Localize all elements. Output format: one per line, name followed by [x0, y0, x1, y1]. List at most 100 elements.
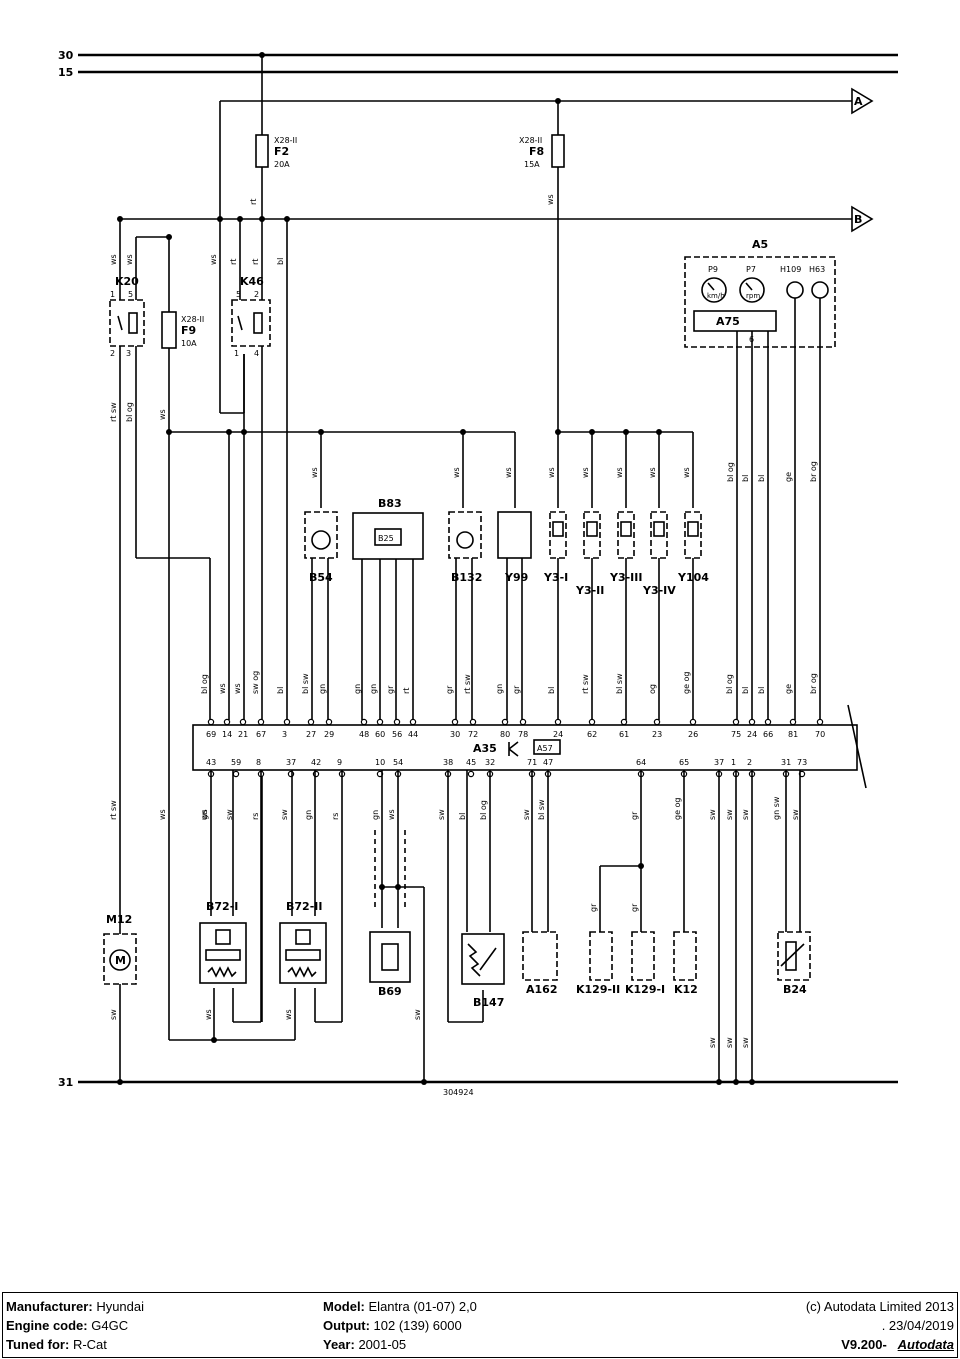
- wire-color: gn: [200, 810, 209, 820]
- a57-label: A57: [537, 744, 553, 753]
- injector-y3-i: Y3-I: [543, 511, 568, 720]
- info-footer: Manufacturer: Hyundai Engine code: G4GC …: [2, 1292, 958, 1358]
- wire-color: ws: [452, 467, 461, 478]
- wire-color: ws: [125, 254, 134, 265]
- warning-lamp-icon: [786, 281, 804, 299]
- pin-terminal: [554, 718, 562, 726]
- ecu-pin-number: 71: [527, 758, 537, 767]
- ecu-pin-number: 37: [714, 758, 724, 767]
- wire-color: bl: [741, 475, 750, 482]
- lower-wiring: ws sw ws ws sw gr gr sw sw sw: [109, 770, 801, 1085]
- tachometer-label: P7: [746, 265, 756, 274]
- pin-terminal: [307, 718, 315, 726]
- diagram-number: 304924: [443, 1088, 474, 1097]
- sensor-b147: B147: [461, 933, 505, 1009]
- wire-color: bl sw: [615, 673, 624, 694]
- wire-color: gn: [369, 684, 378, 694]
- wire-color: ge og: [673, 797, 682, 820]
- pin-terminal: [376, 718, 384, 726]
- wire-color: ws: [547, 467, 556, 478]
- wire-color: bl og: [726, 462, 735, 482]
- wire-color: gn: [304, 810, 313, 820]
- wire-color: sw: [225, 809, 234, 820]
- a75-label: A75: [716, 315, 740, 328]
- ecu-pin-number: 38: [443, 758, 453, 767]
- pin-terminal: [207, 718, 215, 726]
- wire-color: gn sw: [772, 796, 781, 820]
- pin-terminal: [223, 718, 231, 726]
- pin-label: 2: [254, 290, 259, 299]
- wire-color: sw: [741, 1037, 750, 1048]
- wiring-diagram: 30 15 31 A B X28-II F2 20A rt X28-II F8 …: [58, 49, 898, 1097]
- ecu-pin-number: 45: [466, 758, 476, 767]
- wire-color: ws: [218, 683, 227, 694]
- wire-color: ws: [546, 194, 555, 205]
- fuse-f8-rating: 15A: [524, 160, 540, 169]
- pin-label: 5: [128, 290, 133, 299]
- wire-color: sw og: [251, 671, 260, 694]
- injector-y3-iv: Y3-IV: [642, 511, 676, 720]
- model-row: Model: Elantra (01-07) 2,0: [323, 1297, 477, 1316]
- wire-color: rt sw: [109, 402, 118, 422]
- ecu-pin-number: 69: [206, 730, 216, 739]
- knock-sensor-b69: B69: [369, 931, 411, 998]
- ecu-pin-number: 56: [392, 730, 402, 739]
- ecu-pin-number: 9: [337, 758, 342, 767]
- wire-color: bl: [757, 475, 766, 482]
- ecu-pin-number: 81: [788, 730, 798, 739]
- wire-color: rt: [402, 688, 411, 694]
- ecu-pin-number: 61: [619, 730, 629, 739]
- ecu-pin-number: 60: [375, 730, 385, 739]
- ecu-pin-number: 8: [256, 758, 261, 767]
- speedometer-label: P9: [708, 265, 718, 274]
- tuned-row: Tuned for: R-Cat: [6, 1335, 144, 1354]
- relay-k129-i: K129-I: [625, 931, 665, 996]
- pin-terminal: [325, 718, 333, 726]
- print-date: . 23/04/2019: [881, 1318, 954, 1333]
- pin-terminal: [653, 718, 661, 726]
- sensor-b24: B24: [777, 931, 811, 996]
- autodata-logo: Autodata: [897, 1337, 954, 1352]
- ecu-pin-number: 73: [797, 758, 807, 767]
- cluster-label: A5: [752, 238, 768, 251]
- wire-color: ge: [784, 472, 793, 482]
- ecu-pin-number: 66: [763, 730, 773, 739]
- wire-color: og: [648, 684, 657, 694]
- k12-label: K12: [674, 983, 698, 996]
- b72-i-label: B72-I: [206, 900, 238, 913]
- fuse-f2-connector: X28-II: [274, 136, 297, 145]
- b147-label: B147: [473, 996, 504, 1009]
- ecu-pin-number: 43: [206, 758, 216, 767]
- wire-color: gn: [495, 684, 504, 694]
- wire-color: sw: [413, 1009, 422, 1020]
- wire-color: br og: [809, 461, 818, 482]
- pin-terminal: [469, 718, 477, 726]
- wire-color: ws: [158, 809, 167, 820]
- a162-label: A162: [526, 983, 557, 996]
- ecu-pin-number: 2: [747, 758, 752, 767]
- wire-color: ws: [615, 467, 624, 478]
- wire-color: ws: [233, 683, 242, 694]
- injector-y3-ii-label: Y3-II: [575, 584, 604, 597]
- wire-color: bl: [276, 687, 285, 694]
- wire-color: gn: [318, 684, 327, 694]
- wire-color: sw: [280, 809, 289, 820]
- ecu-pin-number: 3: [282, 730, 287, 739]
- engine-label: Engine code:: [6, 1318, 88, 1333]
- wire-color: gr: [445, 685, 454, 694]
- wire-color: rt sw: [109, 800, 118, 820]
- b69-label: B69: [378, 985, 402, 998]
- wire-color: ge: [784, 684, 793, 694]
- manufacturer-row: Manufacturer: Hyundai: [6, 1297, 144, 1316]
- fuse-f2: X28-II F2 20A rt: [249, 52, 297, 219]
- wire-color: sw: [725, 1037, 734, 1048]
- wire-color: ws: [109, 254, 118, 265]
- tuned-label: Tuned for:: [6, 1337, 70, 1352]
- sensor-b54: B54: [304, 511, 338, 720]
- wire-color: bl og: [725, 674, 734, 694]
- k129-ii-label: K129-II: [576, 983, 620, 996]
- ecu-pin-number: 70: [815, 730, 825, 739]
- injector-y3-iii: Y3-III: [609, 511, 642, 720]
- wire-color: ws: [200, 809, 209, 820]
